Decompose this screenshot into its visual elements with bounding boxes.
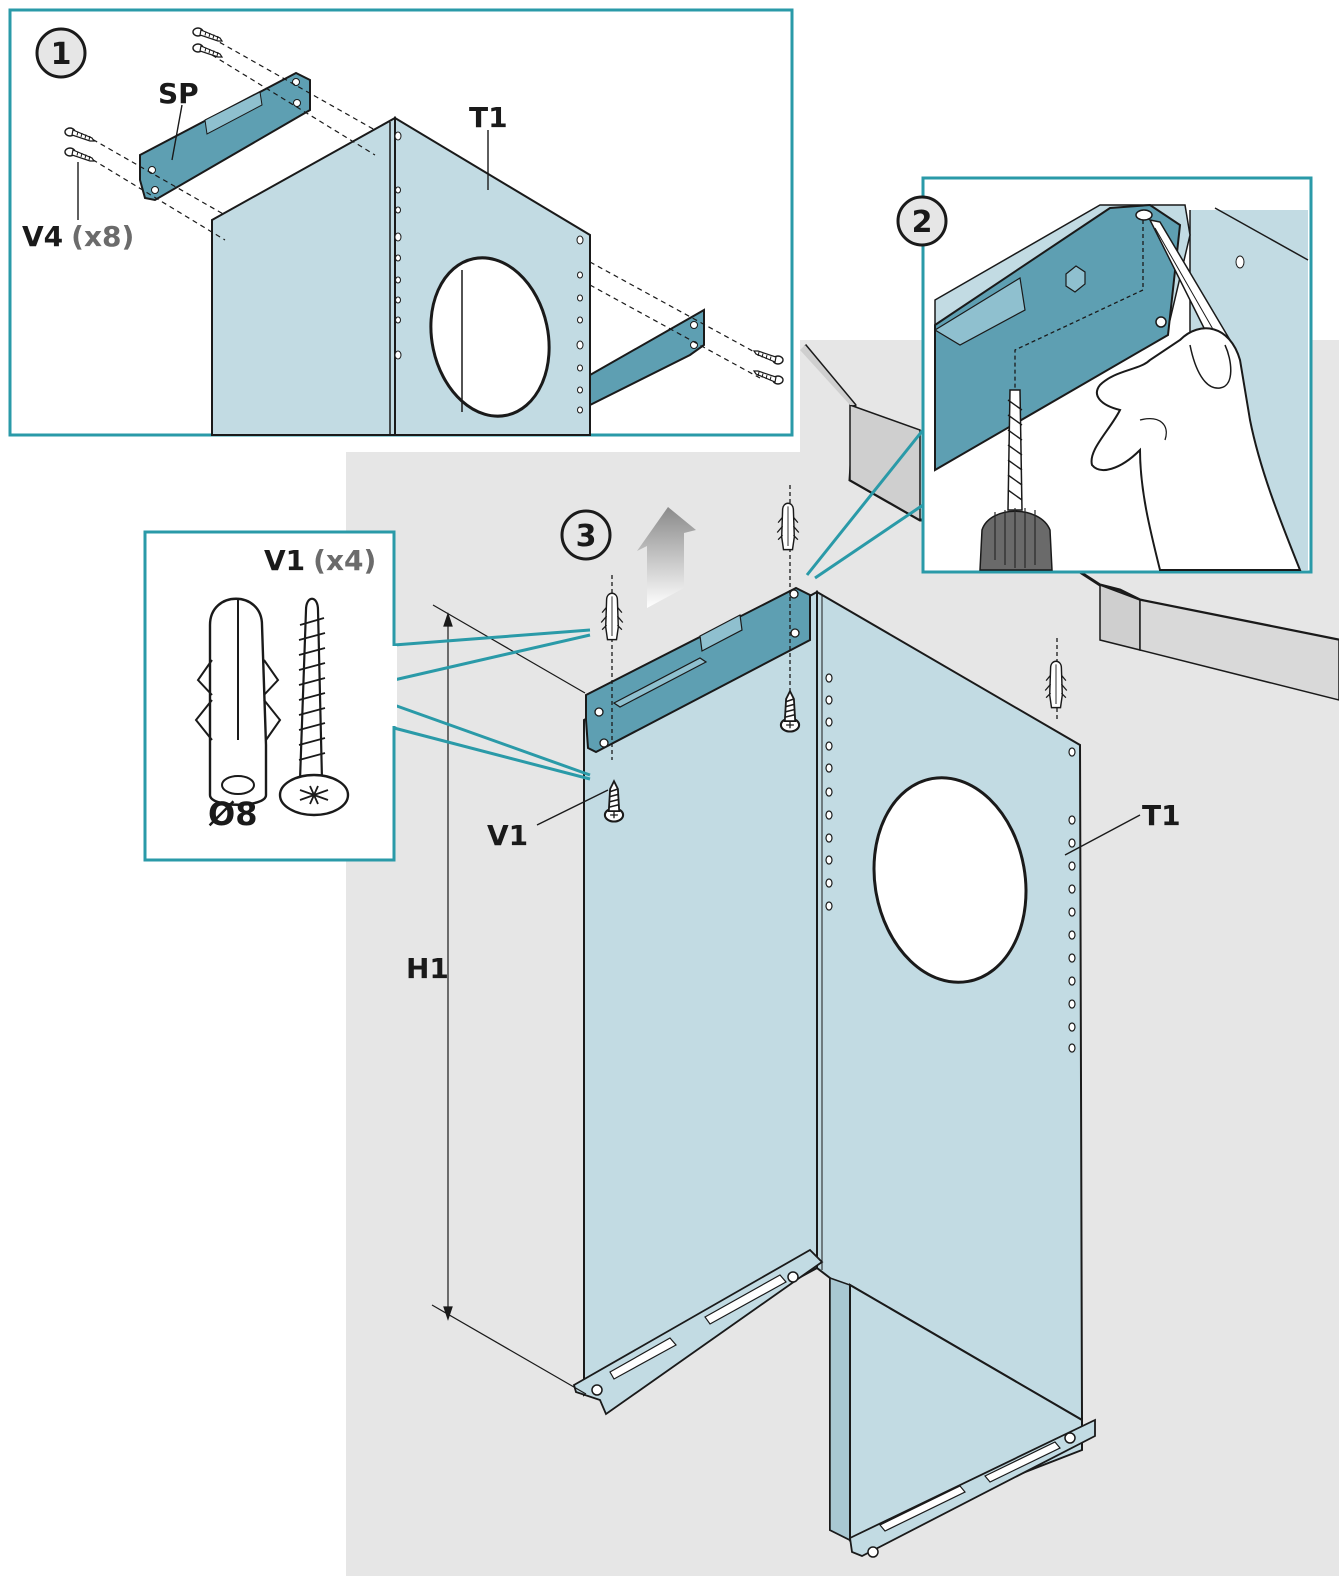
label-h1: H1 — [406, 952, 449, 985]
labels: 1 2 3 SP T1 V4(x8) V1(x4) Ø8 V1 T1 H1 — [22, 27, 1181, 985]
wall-plug-icon — [194, 597, 282, 806]
step1-badge: 1 — [35, 27, 87, 79]
main-column — [572, 590, 1096, 1558]
v1-hardware-panel — [143, 530, 591, 862]
step1-panel — [8, 8, 794, 437]
top-bracket — [585, 586, 811, 754]
step3-number: 3 — [576, 519, 597, 554]
screw-icon — [278, 597, 350, 817]
label-t1-top: T1 — [469, 101, 508, 134]
hand-icon — [1090, 327, 1302, 571]
step2-number: 2 — [912, 205, 933, 240]
leader-lines — [536, 789, 1141, 856]
label-v1-header: V1(x4) — [264, 544, 376, 577]
label-diameter: Ø8 — [208, 795, 257, 833]
h1-dimension — [431, 604, 587, 1395]
mounting-holes-left — [825, 673, 833, 911]
mounting-holes-right — [1068, 747, 1076, 1053]
step2-badge: 2 — [896, 195, 948, 247]
label-v1-main: V1 — [487, 819, 528, 852]
label-sp: SP — [158, 77, 199, 110]
step1-number: 1 — [51, 37, 72, 72]
label-t1-main: T1 — [1142, 799, 1181, 832]
step2-panel — [805, 176, 1313, 580]
up-arrow-icon — [637, 507, 696, 608]
drill-bit-icon — [979, 389, 1053, 571]
step3-badge: 3 — [560, 509, 612, 561]
label-v4: V4(x8) — [22, 220, 134, 253]
